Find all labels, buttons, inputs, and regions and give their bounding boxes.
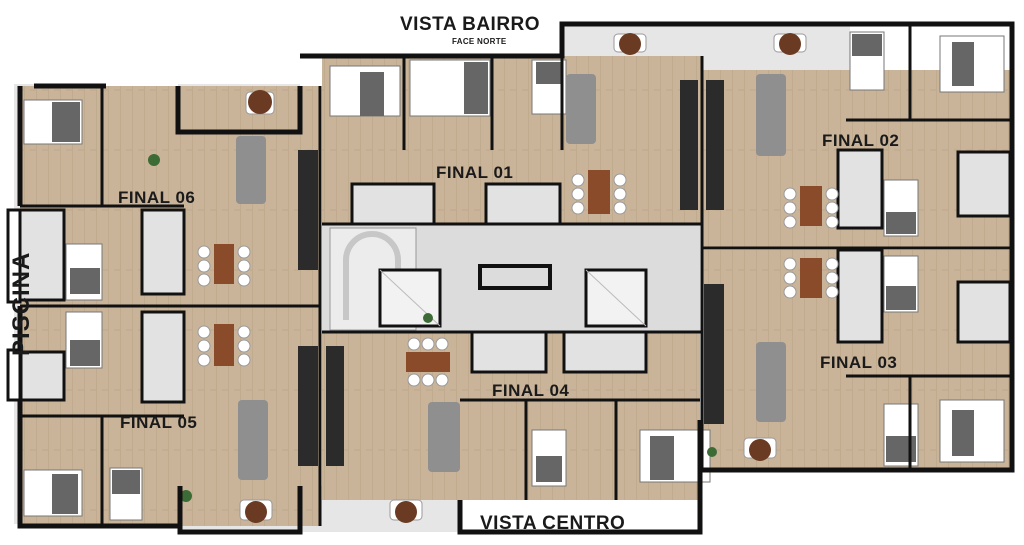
kitchens xyxy=(298,80,724,466)
walls xyxy=(17,21,1015,535)
orientation-label: FACE NORTE xyxy=(452,37,507,46)
unit-label-final-04: FINAL 04 xyxy=(492,381,570,400)
unit-label-final-05: FINAL 05 xyxy=(120,413,198,432)
balcony-tables xyxy=(239,33,807,523)
unit-label-final-01: FINAL 01 xyxy=(436,163,514,182)
bathrooms xyxy=(18,148,1012,404)
unit-label-final-02: FINAL 02 xyxy=(822,131,900,150)
unit-label-final-03: FINAL 03 xyxy=(820,353,898,372)
unit-label-final-06: FINAL 06 xyxy=(118,188,196,207)
beds xyxy=(23,31,1005,521)
dining-tables xyxy=(197,170,839,387)
pool-label: PISCINA xyxy=(8,251,35,356)
view-label-top: VISTA BAIRRO xyxy=(400,14,541,35)
sofas xyxy=(236,74,786,480)
view-label-bottom: VISTA CENTRO xyxy=(480,513,626,534)
plants xyxy=(148,154,717,502)
pool-edge xyxy=(6,208,22,402)
circulation-core xyxy=(322,224,700,332)
